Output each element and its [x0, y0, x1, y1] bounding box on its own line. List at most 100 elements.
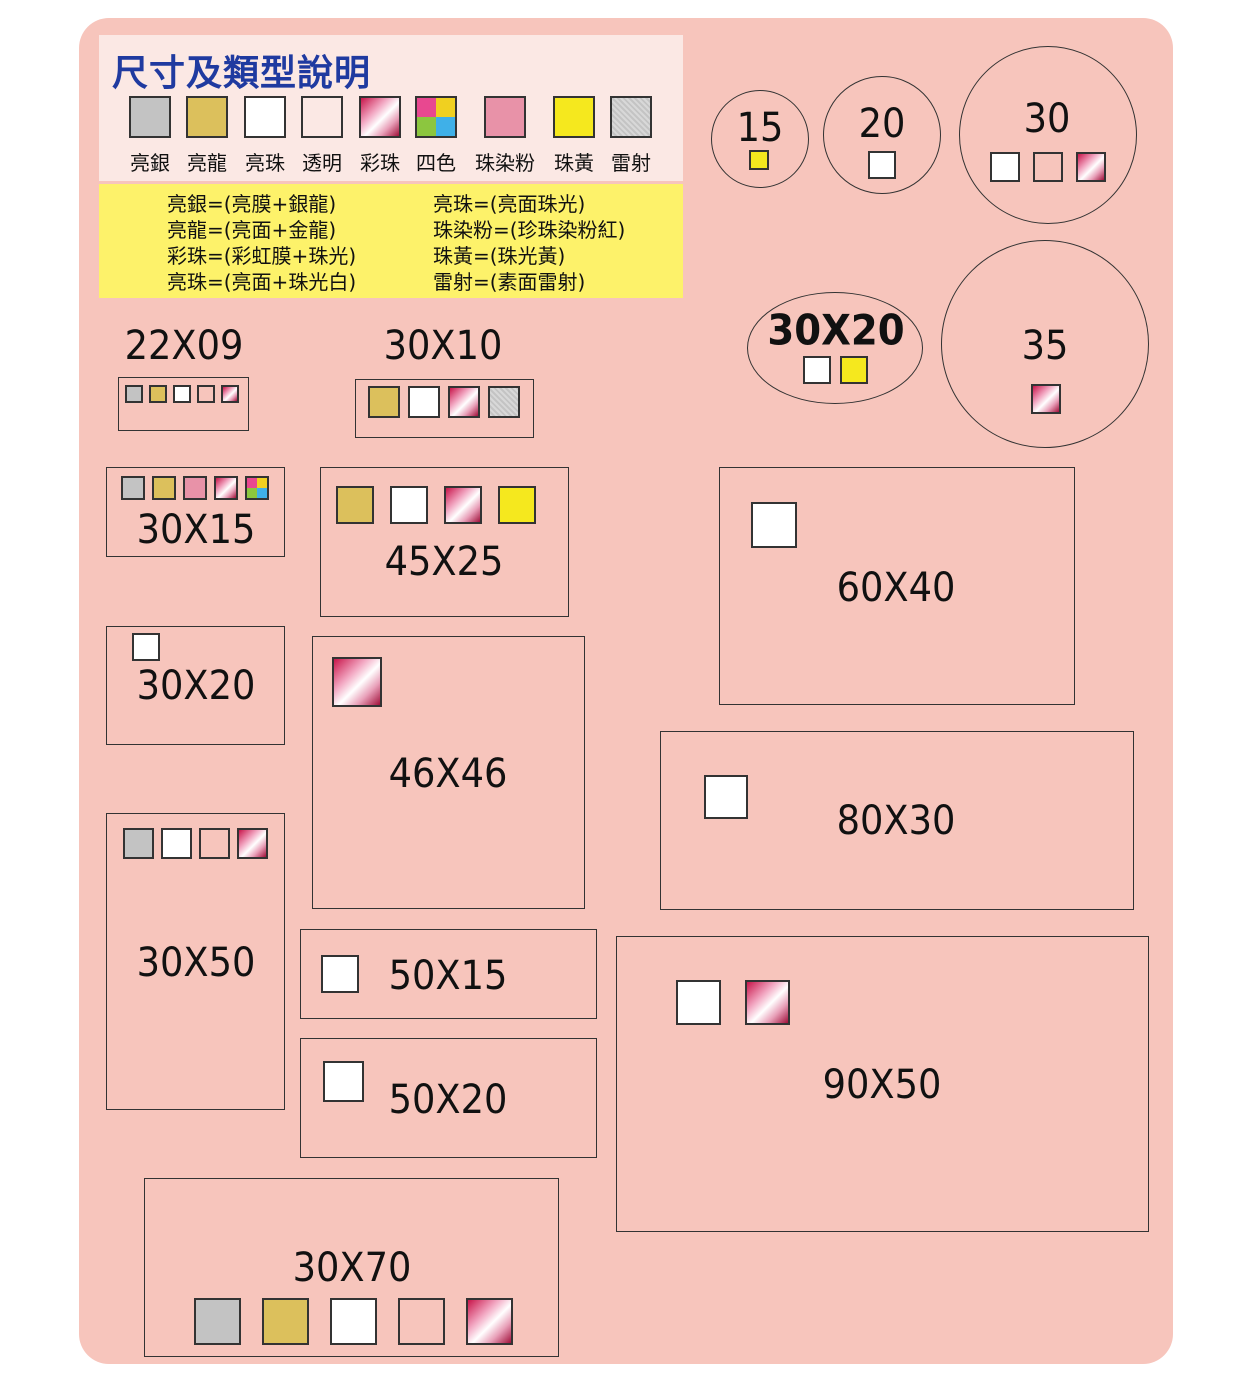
definition-text: 彩珠=(彩虹膜+珠光): [167, 244, 357, 268]
definition-text: 亮珠=(亮面珠光): [433, 192, 586, 216]
type-swatch-clear: [199, 828, 230, 859]
type-swatch-white: [676, 980, 721, 1025]
definitions-panel: [99, 184, 683, 298]
type-swatch-white: [704, 775, 748, 819]
size-label-r50x15: 50X15: [388, 953, 508, 999]
type-swatch-rainbow: [444, 486, 482, 524]
type-swatch-fourcolor: [245, 476, 269, 500]
type-swatch-rainbow: [1031, 384, 1061, 414]
size-label-r30x15: 30X15: [136, 507, 256, 553]
type-swatch-yellow: [840, 356, 868, 384]
size-label-r80x30: 80X30: [836, 798, 956, 844]
size-label-r60x40: 60X40: [836, 565, 956, 611]
legend-label: 四色: [416, 151, 456, 175]
legend-title: 尺寸及類型說明: [112, 53, 372, 94]
type-swatch-white: [390, 486, 428, 524]
type-swatch-silver: [194, 1298, 241, 1345]
size-label-e30x20: 30X20: [767, 305, 905, 355]
size-label-r46x46: 46X46: [388, 751, 508, 797]
type-swatch-silver: [123, 828, 154, 859]
size-shape-r30x50: [106, 813, 285, 1110]
size-label-r30x20: 30X20: [136, 663, 256, 709]
type-swatch-laser: [488, 386, 520, 418]
size-label-c30: 30: [1023, 96, 1071, 142]
size-shape-c15: [711, 90, 809, 188]
type-swatch-silver: [125, 385, 143, 403]
size-shape-r30x70: [144, 1178, 559, 1357]
legend-label: 亮龍: [187, 151, 227, 175]
definition-text: 雷射=(素面雷射): [433, 270, 586, 294]
size-shape-r50x20: [300, 1038, 597, 1158]
size-label-r90x50: 90X50: [822, 1062, 942, 1108]
size-shape-r60x40: [719, 467, 1075, 705]
type-swatch-white: [803, 356, 831, 384]
size-shape-r50x15: [300, 929, 597, 1019]
type-swatch-gold: [336, 486, 374, 524]
type-swatch-rainbow: [237, 828, 268, 859]
size-shape-r80x30: [660, 731, 1134, 910]
size-shape-c35: [941, 240, 1149, 448]
size-label-c20: 20: [858, 101, 906, 147]
type-swatch-white: [330, 1298, 377, 1345]
legend-label: 彩珠: [360, 151, 400, 175]
size-shape-r30x10: [355, 379, 534, 438]
size-shape-r46x46: [312, 636, 585, 909]
type-swatch-gold: [149, 385, 167, 403]
size-label-r50x20: 50X20: [388, 1077, 508, 1123]
type-swatch-rainbow: [214, 476, 238, 500]
legend-label: 透明: [302, 151, 342, 175]
size-label-r30x50: 30X50: [136, 940, 256, 986]
size-label-r22x09: 22X09: [124, 323, 244, 369]
type-swatch-white: [868, 151, 896, 179]
type-swatch-clear: [197, 385, 215, 403]
size-shape-r45x25: [320, 467, 569, 617]
type-swatch-rainbow: [745, 980, 790, 1025]
size-shape-r22x09: [118, 377, 249, 431]
type-swatch-white: [323, 1061, 364, 1102]
type-swatch-gold: [368, 386, 400, 418]
definition-text: 亮龍=(亮面+金龍): [167, 218, 337, 242]
legend-swatch-white: [244, 96, 286, 138]
type-swatch-gold: [262, 1298, 309, 1345]
size-shape-r30x20: [106, 626, 285, 745]
definition-text: 珠染粉=(珍珠染粉紅): [433, 218, 626, 242]
legend-swatch-clear: [301, 96, 343, 138]
type-swatch-clear: [1033, 152, 1063, 182]
legend-label: 珠染粉: [475, 151, 535, 175]
legend-swatch-fourcolor: [415, 96, 457, 138]
type-swatch-gold: [152, 476, 176, 500]
size-shape-r30x15: [106, 467, 285, 557]
type-swatch-white: [751, 502, 797, 548]
definition-text: 亮銀=(亮膜+銀龍): [167, 192, 337, 216]
size-shape-e30x20: [747, 292, 923, 404]
size-label-r30x70: 30X70: [292, 1245, 412, 1291]
type-swatch-silver: [121, 476, 145, 500]
size-label-r45x25: 45X25: [384, 539, 504, 585]
legend-label: 亮珠: [245, 151, 285, 175]
definition-text: 珠黃=(珠光黃): [433, 244, 566, 268]
type-swatch-rainbow: [448, 386, 480, 418]
type-swatch-white: [408, 386, 440, 418]
definition-text: 亮珠=(亮面+珠光白): [167, 270, 357, 294]
legend-swatch-laser: [610, 96, 652, 138]
size-shape-c30: [959, 46, 1137, 224]
legend-label: 珠黃: [554, 151, 594, 175]
legend-swatch-pink: [484, 96, 526, 138]
type-swatch-rainbow: [466, 1298, 513, 1345]
size-label-c15: 15: [736, 105, 784, 151]
type-swatch-yellow: [498, 486, 536, 524]
legend-label: 亮銀: [130, 151, 170, 175]
type-swatch-white: [321, 955, 359, 993]
type-swatch-rainbow: [221, 385, 239, 403]
size-label-c35: 35: [1021, 323, 1069, 369]
size-shape-c20: [823, 76, 941, 194]
legend-swatch-rainbow: [359, 96, 401, 138]
type-swatch-clear: [398, 1298, 445, 1345]
legend-label: 雷射: [611, 151, 651, 175]
legend-swatch-yellow: [553, 96, 595, 138]
type-swatch-white: [173, 385, 191, 403]
type-swatch-rainbow: [332, 657, 382, 707]
legend-swatch-gold: [186, 96, 228, 138]
type-swatch-yellow: [749, 150, 769, 170]
size-label-r30x10: 30X10: [383, 323, 503, 369]
